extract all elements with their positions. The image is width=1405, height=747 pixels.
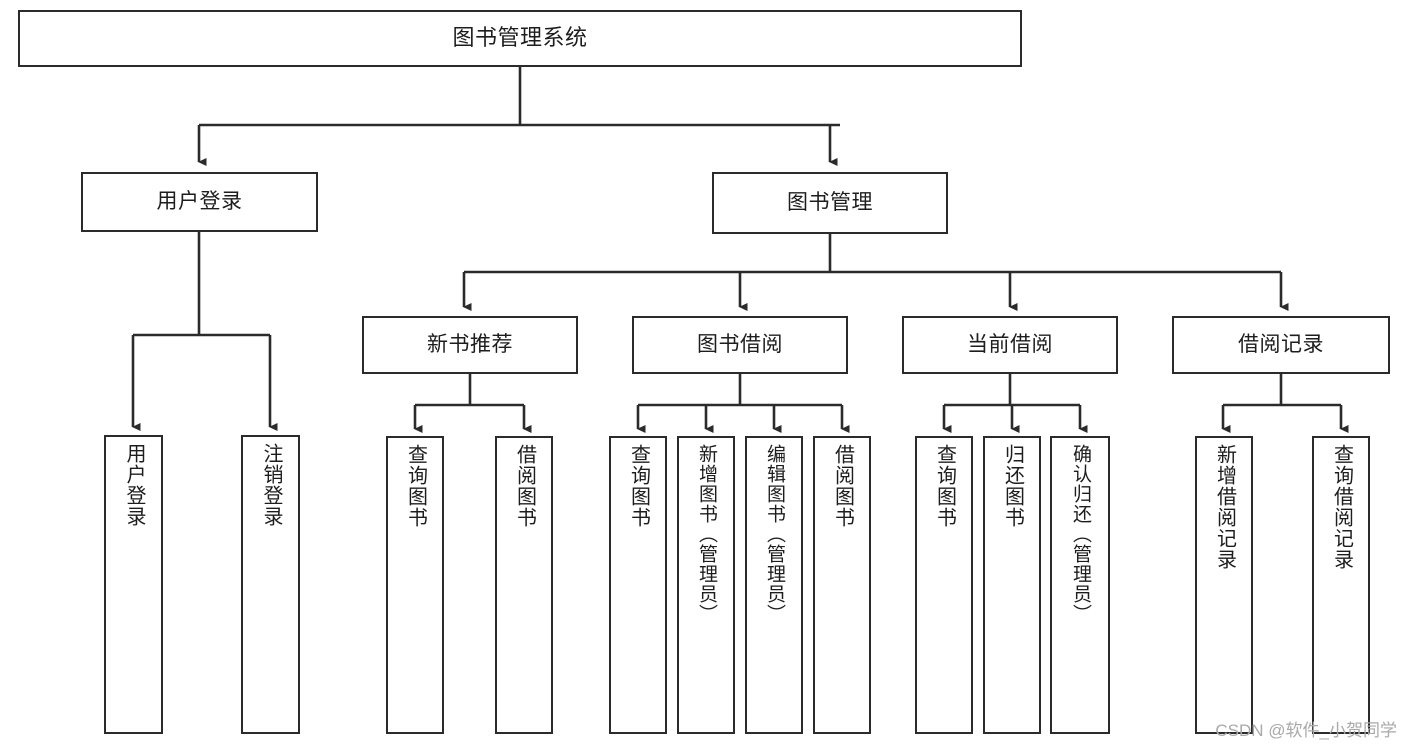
node-user-login-label: 用户登录: [156, 190, 243, 214]
node-current-borrow[interactable]: 当前借阅: [902, 316, 1118, 374]
node-borrow-record-label: 借阅记录: [1238, 333, 1324, 357]
node-leaf-logout[interactable]: 注销登录: [241, 435, 300, 734]
node-leaf-user-login[interactable]: 用户登录: [104, 435, 163, 734]
node-leaf-query-book-3-label: 查询图书: [933, 444, 956, 528]
node-leaf-add-book[interactable]: 新增图书（管理员）: [677, 436, 735, 734]
node-leaf-borrow-book-1[interactable]: 借阅图书: [495, 436, 553, 734]
node-leaf-confirm-return[interactable]: 确认归还（管理员）: [1050, 436, 1110, 734]
node-leaf-borrow-book-2-label: 借阅图书: [831, 444, 854, 528]
node-leaf-logout-label: 注销登录: [260, 443, 282, 527]
node-leaf-borrow-book-1-label: 借阅图书: [513, 444, 536, 528]
node-book-borrow-label: 图书借阅: [697, 333, 783, 357]
node-leaf-add-book-label: 新增图书（管理员）: [695, 444, 717, 624]
node-root-label: 图书管理系统: [452, 25, 588, 51]
node-leaf-edit-book[interactable]: 编辑图书（管理员）: [745, 436, 803, 734]
node-book-manage[interactable]: 图书管理: [712, 172, 948, 234]
node-book-manage-label: 图书管理: [787, 191, 873, 215]
node-new-book-rec[interactable]: 新书推荐: [362, 316, 578, 374]
node-leaf-confirm-return-label: 确认归还（管理员）: [1069, 444, 1091, 624]
node-book-borrow[interactable]: 图书借阅: [632, 316, 848, 374]
node-leaf-query-book-2[interactable]: 查询图书: [609, 436, 667, 734]
node-leaf-user-login-label: 用户登录: [123, 443, 145, 527]
node-leaf-return-book[interactable]: 归还图书: [983, 436, 1041, 734]
node-borrow-record[interactable]: 借阅记录: [1172, 316, 1390, 374]
node-new-book-rec-label: 新书推荐: [427, 333, 513, 357]
node-root[interactable]: 图书管理系统: [18, 10, 1022, 67]
node-leaf-query-book-3[interactable]: 查询图书: [915, 436, 973, 734]
node-leaf-return-book-label: 归还图书: [1001, 444, 1024, 528]
node-leaf-borrow-book-2[interactable]: 借阅图书: [813, 436, 871, 734]
node-leaf-edit-book-label: 编辑图书（管理员）: [763, 444, 785, 624]
node-leaf-add-record[interactable]: 新增借阅记录: [1195, 436, 1253, 734]
node-leaf-query-book-1[interactable]: 查询图书: [386, 436, 444, 734]
node-leaf-query-record-label: 查询借阅记录: [1330, 444, 1353, 570]
node-user-login[interactable]: 用户登录: [81, 172, 318, 232]
node-leaf-query-book-2-label: 查询图书: [627, 444, 650, 528]
node-current-borrow-label: 当前借阅: [967, 333, 1053, 357]
node-leaf-query-record[interactable]: 查询借阅记录: [1312, 436, 1370, 734]
node-leaf-add-record-label: 新增借阅记录: [1213, 444, 1236, 570]
node-leaf-query-book-1-label: 查询图书: [404, 444, 427, 528]
